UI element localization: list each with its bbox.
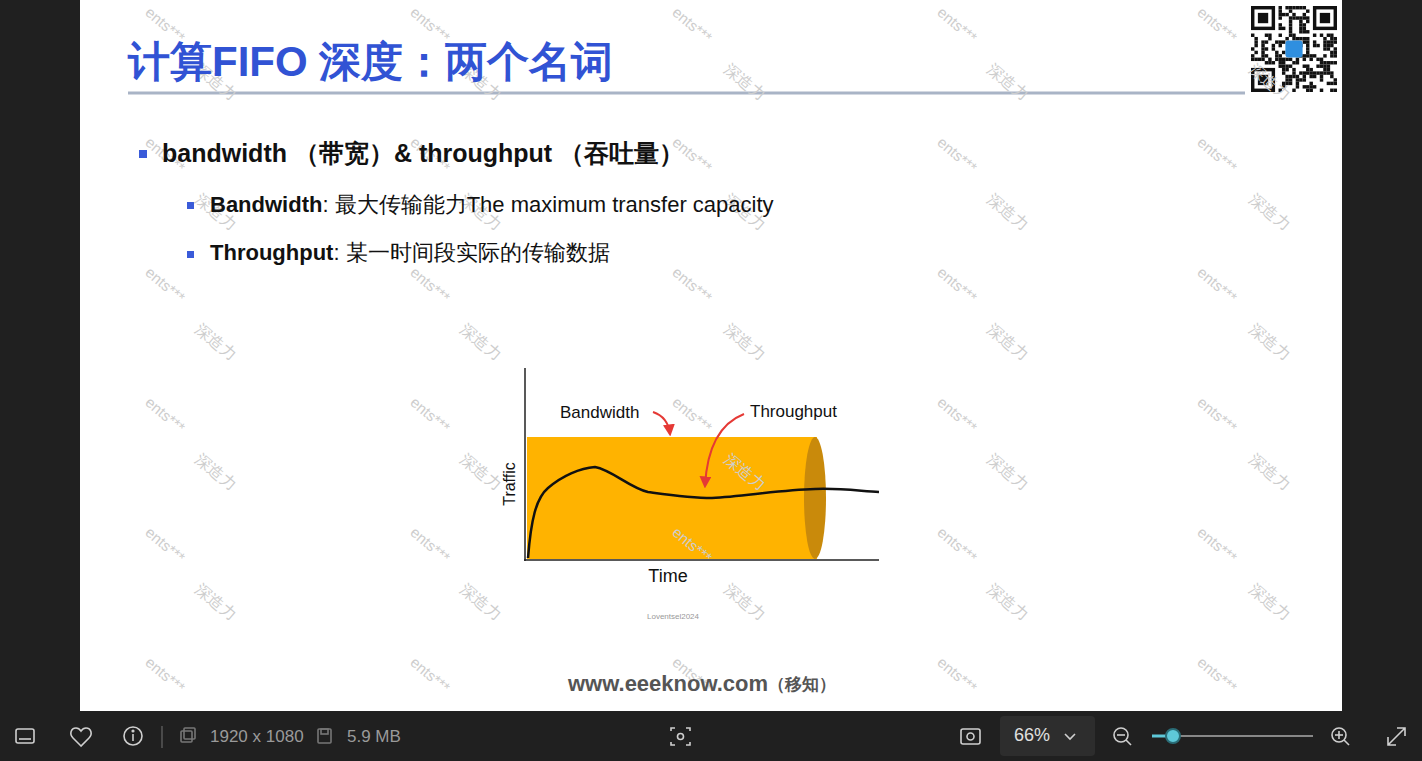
watermark: ents*** — [934, 393, 981, 436]
watermark: 深造力 — [720, 579, 769, 625]
footer-url: www.eeeknow.com — [568, 671, 768, 697]
watermark: 深造力 — [983, 319, 1032, 365]
file-size: 5.9 MB — [347, 727, 401, 747]
term: Bandwidth — [210, 192, 322, 218]
watermark: ents*** — [669, 393, 716, 436]
watermark: ents*** — [407, 393, 454, 436]
watermark: ents*** — [1194, 133, 1241, 176]
watermark: ents*** — [934, 133, 981, 176]
watermark: ents*** — [407, 653, 454, 696]
slide-background — [80, 0, 1342, 711]
watermark: 深造力 — [983, 579, 1032, 625]
watermark: ents*** — [669, 523, 716, 566]
watermark: ents*** — [407, 523, 454, 566]
slide-title: 计算FIFO 深度：两个名词 — [128, 37, 613, 87]
watermark: 深造力 — [983, 59, 1032, 105]
title-rule — [128, 92, 1245, 95]
image-credit: Loventsel2024 — [647, 612, 699, 622]
watermark: ents*** — [142, 653, 189, 696]
watermark: 深造力 — [1245, 59, 1294, 105]
bullet — [187, 251, 194, 258]
watermark: ents*** — [934, 523, 981, 566]
watermark: ents*** — [142, 523, 189, 566]
watermark: 深造力 — [720, 59, 769, 105]
term: Throughput — [210, 240, 333, 266]
watermark: 深造力 — [1245, 579, 1294, 625]
toolbar-icons — [16, 716, 1405, 756]
watermark: 深造力 — [191, 449, 240, 495]
watermark: 深造力 — [456, 449, 505, 495]
watermark: ents*** — [669, 3, 716, 46]
watermark: 深造力 — [720, 449, 769, 495]
watermark: ents*** — [669, 263, 716, 306]
watermark: 深造力 — [720, 319, 769, 365]
watermark: 深造力 — [1245, 319, 1294, 365]
watermark: ents*** — [1194, 3, 1241, 46]
chart-callout: Bandwidth — [560, 403, 639, 423]
image-size: 1920 x 1080 — [210, 727, 304, 747]
watermark: ents*** — [1194, 653, 1241, 696]
watermark: ents*** — [1194, 263, 1241, 306]
footer-note: （移知） — [768, 675, 836, 695]
zoom-level: 66% — [1014, 725, 1050, 747]
watermark: ents*** — [934, 653, 981, 696]
watermark: ents*** — [1194, 393, 1241, 436]
axis-label: Time — [648, 566, 687, 588]
watermark: 深造力 — [1245, 449, 1294, 495]
bandwidth-chart — [524, 368, 879, 561]
watermark: 深造力 — [191, 319, 240, 365]
watermark: ents*** — [934, 3, 981, 46]
definition: : 某一时间段实际的传输数据 — [333, 240, 609, 266]
watermark: 深造力 — [456, 319, 505, 365]
watermark: 深造力 — [456, 579, 505, 625]
watermark: 深造力 — [983, 189, 1032, 235]
definition: : 最大传输能力The maximum transfer capacity — [322, 192, 773, 218]
watermark: 深造力 — [191, 579, 240, 625]
watermark: ents*** — [142, 263, 189, 306]
watermark: 深造力 — [1245, 189, 1294, 235]
watermark: ents*** — [934, 263, 981, 306]
bullet-heading: bandwidth （带宽）& throughput （吞吐量） — [162, 138, 684, 168]
axis-label: Traffic — [500, 462, 519, 506]
chart-callout: Throughput — [750, 402, 837, 422]
watermark: ents*** — [1194, 523, 1241, 566]
watermark: 深造力 — [983, 449, 1032, 495]
watermark: ents*** — [407, 263, 454, 306]
watermark: ents*** — [142, 393, 189, 436]
